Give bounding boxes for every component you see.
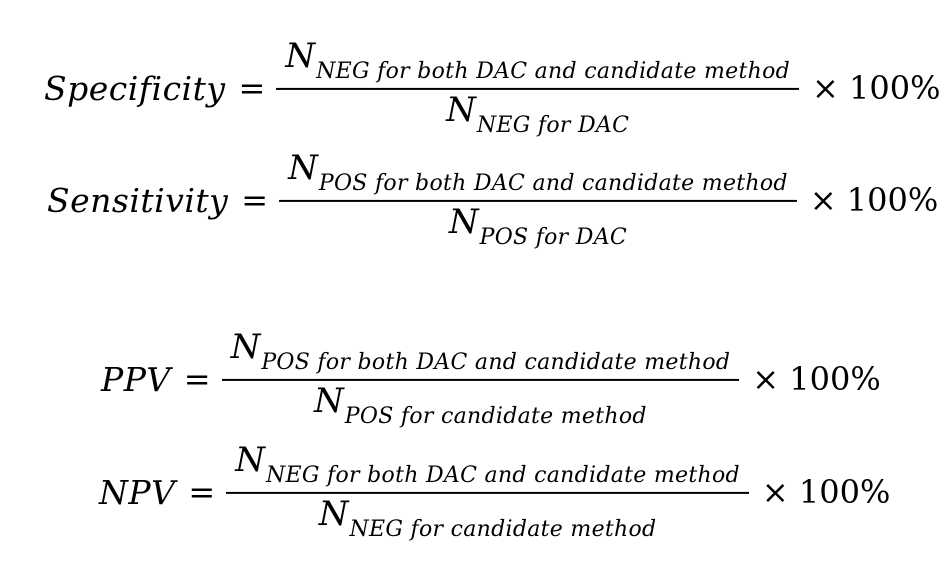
numerator-symbol: N (288, 147, 318, 188)
numerator-subscript: POS for both DAC and candidate method (261, 349, 731, 375)
formula-label: Specificity (44, 68, 226, 108)
denominator: NNEG for DAC (437, 90, 638, 137)
fraction: NNEG for both DAC and candidate method N… (276, 35, 799, 137)
denominator: NNEG for candidate method (310, 494, 666, 541)
denominator-subscript: NEG for candidate method (349, 517, 657, 542)
numerator: NNEG for both DAC and candidate method (276, 35, 799, 90)
numerator-subscript: NEG for both DAC and candidate method (316, 58, 790, 84)
formula-label: PPV (101, 359, 171, 399)
fraction: NPOS for both DAC and candidate method N… (279, 147, 797, 249)
numerator-symbol: N (235, 439, 265, 480)
numerator-subscript: POS for both DAC and candidate method (318, 170, 788, 196)
npv-formula: NPV = NNEG for both DAC and candidate me… (99, 439, 891, 541)
times-100-percent: × 100% (761, 473, 891, 511)
denominator-symbol: N (314, 381, 344, 421)
denominator-subscript: NEG for DAC (476, 113, 630, 138)
equals-sign: = (188, 473, 216, 511)
numerator-subscript: NEG for both DAC and candidate method (265, 462, 740, 488)
sensitivity-formula: Sensitivity = NPOS for both DAC and cand… (47, 147, 939, 249)
numerator: NNEG for both DAC and candidate method (226, 439, 749, 494)
specificity-formula: Specificity = NNEG for both DAC and cand… (44, 35, 941, 137)
numerator-symbol: N (285, 35, 316, 76)
ppv-formula: PPV = NPOS for both DAC and candidate me… (101, 326, 881, 428)
equals-sign: = (183, 360, 211, 398)
fraction: NPOS for both DAC and candidate method N… (221, 326, 740, 428)
denominator: NPOS for candidate method (305, 381, 656, 428)
denominator-subscript: POS for DAC (479, 225, 628, 250)
equals-sign: = (241, 181, 269, 219)
numerator-symbol: N (230, 326, 261, 367)
formula-label: Sensitivity (47, 180, 229, 220)
denominator: NPOS for DAC (440, 202, 636, 249)
numerator: NPOS for both DAC and candidate method (279, 147, 797, 202)
times-100-percent: × 100% (809, 181, 939, 219)
fraction: NNEG for both DAC and candidate method N… (226, 439, 749, 541)
numerator: NPOS for both DAC and candidate method (221, 326, 740, 381)
denominator-symbol: N (448, 202, 479, 242)
equals-sign: = (238, 69, 266, 107)
denominator-subscript: POS for candidate method (344, 404, 647, 429)
denominator-symbol: N (318, 494, 349, 534)
denominator-symbol: N (446, 90, 476, 130)
times-100-percent: × 100% (812, 69, 941, 107)
times-100-percent: × 100% (752, 360, 881, 398)
formula-label: NPV (99, 472, 176, 512)
